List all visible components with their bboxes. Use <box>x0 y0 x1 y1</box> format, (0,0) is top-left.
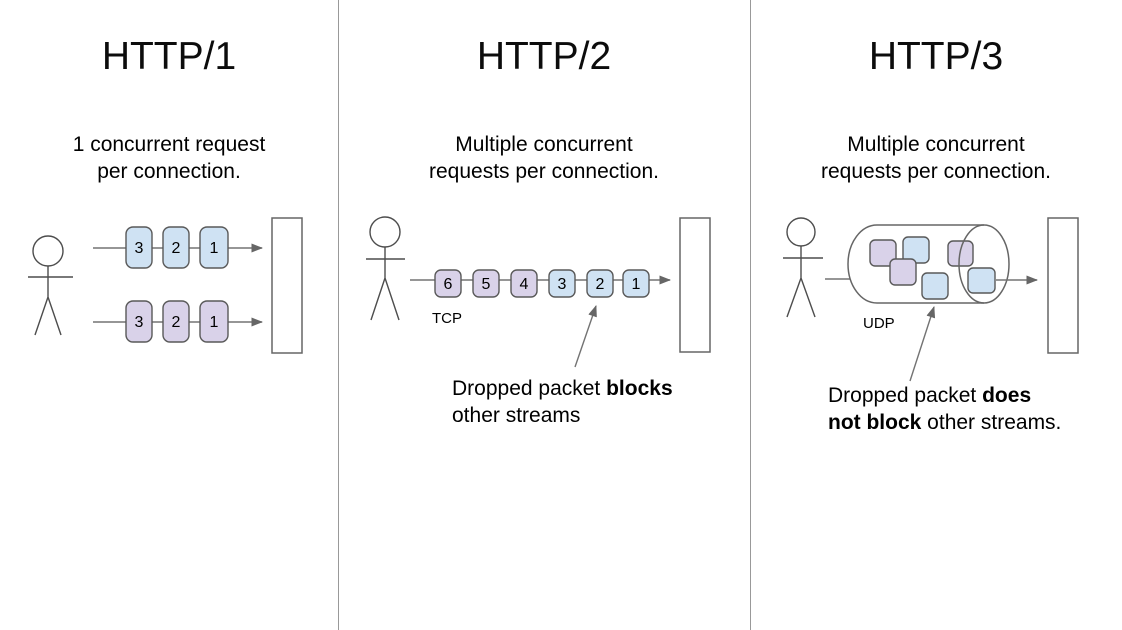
client-stick-figure-http1 <box>28 235 73 336</box>
udp-label: UDP <box>863 315 895 332</box>
packet-number: 1 <box>632 276 641 293</box>
packet-box <box>125 226 153 269</box>
packet-box <box>548 269 576 298</box>
packet-box <box>199 226 229 269</box>
packet-box <box>434 269 462 298</box>
packet-number: 1 <box>210 314 219 331</box>
dropped-packet-pointer-http2 <box>574 305 597 368</box>
figure-body-limbs <box>28 266 73 336</box>
packet-number: 3 <box>135 314 144 331</box>
packet-number: 2 <box>172 240 181 257</box>
packet-box <box>869 239 897 267</box>
figure-head <box>32 235 64 267</box>
subtitle-line: requests per connection. <box>429 160 659 183</box>
packet-box <box>125 300 153 343</box>
panel-title-http3: HTTP/3 <box>868 35 1004 78</box>
panel-divider-1 <box>338 0 339 630</box>
http2-dropped-packet-note: Dropped packet blocks other streams <box>452 375 712 429</box>
tcp-packet-row <box>434 269 650 298</box>
packet-box <box>586 269 614 298</box>
annotation-line: other streams <box>452 404 581 427</box>
panel-title-http1: HTTP/1 <box>101 35 237 78</box>
subtitle-line: Multiple concurrent <box>455 133 633 156</box>
packet-number: 6 <box>444 276 453 293</box>
figure-head <box>369 216 401 248</box>
server-box-http3 <box>1047 217 1079 354</box>
panel-title-http2: HTTP/2 <box>476 35 612 78</box>
annotation-line: not block other streams. <box>828 411 1062 434</box>
packet-box <box>622 269 650 298</box>
packet-box <box>162 226 190 269</box>
packet-number: 3 <box>558 276 567 293</box>
packet-number: 2 <box>172 314 181 331</box>
server-box-http2 <box>679 217 711 353</box>
subtitle-line: 1 concurrent request <box>72 133 266 156</box>
figure-body-limbs <box>783 246 823 318</box>
dropped-packet-pointer-http3 <box>909 306 936 382</box>
subtitle-line: Multiple concurrent <box>847 133 1025 156</box>
packet-number: 1 <box>210 240 219 257</box>
client-stick-figure-http2 <box>366 216 405 321</box>
server-box-http1 <box>271 217 303 354</box>
packet-box <box>199 300 229 343</box>
panel-subtitle-http1: 1 concurrent request per connection. <box>0 131 338 185</box>
panel-subtitle-http3: Multiple concurrent requests per connect… <box>750 131 1122 185</box>
figure-body-limbs <box>366 247 405 321</box>
packet-box <box>510 269 538 298</box>
packet-number: 2 <box>596 276 605 293</box>
subtitle-line: per connection. <box>97 160 241 183</box>
tube-opening-ellipse <box>958 224 1010 304</box>
packet-number: 3 <box>135 240 144 257</box>
annotation-line: Dropped packet blocks <box>452 377 673 400</box>
client-stick-figure-http3 <box>783 217 823 318</box>
packet-row-1 <box>125 226 229 269</box>
packet-box <box>921 272 949 300</box>
figure-head <box>786 217 816 247</box>
packet-box <box>472 269 500 298</box>
tcp-label: TCP <box>432 310 462 327</box>
packet-box <box>967 267 996 294</box>
packet-number: 4 <box>520 276 529 293</box>
panel-divider-2 <box>750 0 751 630</box>
panel-subtitle-http2: Multiple concurrent requests per connect… <box>338 131 750 185</box>
http3-dropped-packet-note: Dropped packet does not block other stre… <box>828 382 1108 436</box>
packet-row-2 <box>125 300 229 343</box>
packet-number: 5 <box>482 276 491 293</box>
packet-box <box>162 300 190 343</box>
packet-box <box>889 258 917 286</box>
subtitle-line: requests per connection. <box>821 160 1051 183</box>
annotation-line: Dropped packet does <box>828 384 1032 407</box>
